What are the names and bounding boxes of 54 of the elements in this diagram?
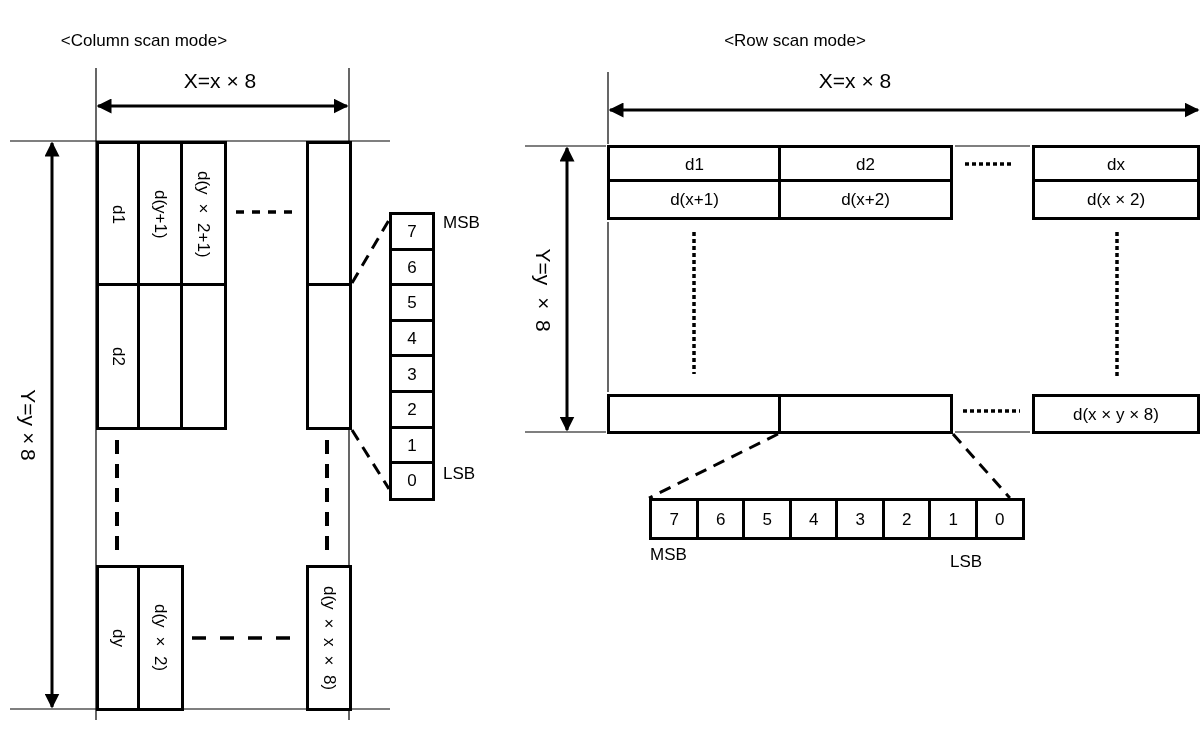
memory-cell	[778, 179, 953, 220]
projection-line	[951, 433, 1011, 499]
bit-number: 5	[762, 510, 772, 528]
bit-number: 0	[995, 510, 1005, 528]
bit-cell	[974, 498, 1025, 540]
bit-number: 2	[407, 401, 417, 419]
projection-line	[350, 219, 391, 284]
dimension-label: X=x × 8	[183, 70, 257, 91]
cell-label: dx	[1107, 155, 1125, 173]
bit-label: MSB	[650, 546, 687, 563]
bit-cell	[389, 461, 435, 501]
bit-number: 3	[855, 510, 865, 528]
bit-number: 6	[716, 510, 726, 528]
memory-cell	[778, 394, 953, 434]
memory-cell	[137, 565, 184, 711]
cell-label: d2	[110, 347, 127, 366]
dimension-label: Y=y×8	[18, 389, 39, 461]
dimension-label: X=x × 8	[818, 70, 892, 91]
projection-line	[350, 429, 391, 490]
bit-number: 1	[407, 436, 417, 454]
bit-number: 0	[407, 472, 417, 490]
cell-label: dy	[110, 629, 127, 647]
cell-label: d(x+1)	[670, 191, 719, 208]
bit-number: 7	[407, 223, 417, 241]
section-heading: <Column scan mode>	[60, 32, 228, 49]
bit-label: LSB	[443, 465, 476, 482]
cell-label: d(y × 2)	[152, 604, 169, 672]
memory-cell	[306, 565, 352, 711]
memory-cell	[1032, 179, 1200, 220]
memory-cell	[306, 283, 352, 430]
bit-number: 3	[407, 365, 417, 383]
cell-label: d(y × 2+1)	[195, 170, 212, 258]
cell-label: d2	[856, 155, 875, 173]
bit-number: 7	[669, 510, 679, 528]
cell-label: d1	[685, 155, 704, 173]
bit-number: 6	[407, 258, 417, 276]
section-heading: <Row scan mode>	[724, 32, 866, 49]
bit-number: 2	[902, 510, 912, 528]
cell-label: d(y × x × 8)	[320, 585, 338, 691]
memory-cell	[180, 283, 227, 430]
projection-line	[648, 432, 779, 500]
bit-number: 4	[407, 330, 417, 348]
bit-number: 5	[407, 294, 417, 312]
cell-label: d1	[110, 204, 127, 224]
cell-label: d(x × 2)	[1086, 191, 1146, 208]
bit-number: 1	[948, 510, 958, 528]
bit-label: MSB	[443, 214, 480, 231]
bit-number: 4	[809, 510, 819, 528]
dimension-label: Y=y × 8	[533, 248, 554, 332]
cell-label: d(y+1)	[152, 189, 169, 239]
cell-label: d(x+2)	[841, 191, 890, 208]
memory-cell	[1032, 394, 1200, 434]
bit-label: LSB	[950, 553, 983, 570]
cell-label: d(x × y × 8)	[1073, 405, 1159, 423]
